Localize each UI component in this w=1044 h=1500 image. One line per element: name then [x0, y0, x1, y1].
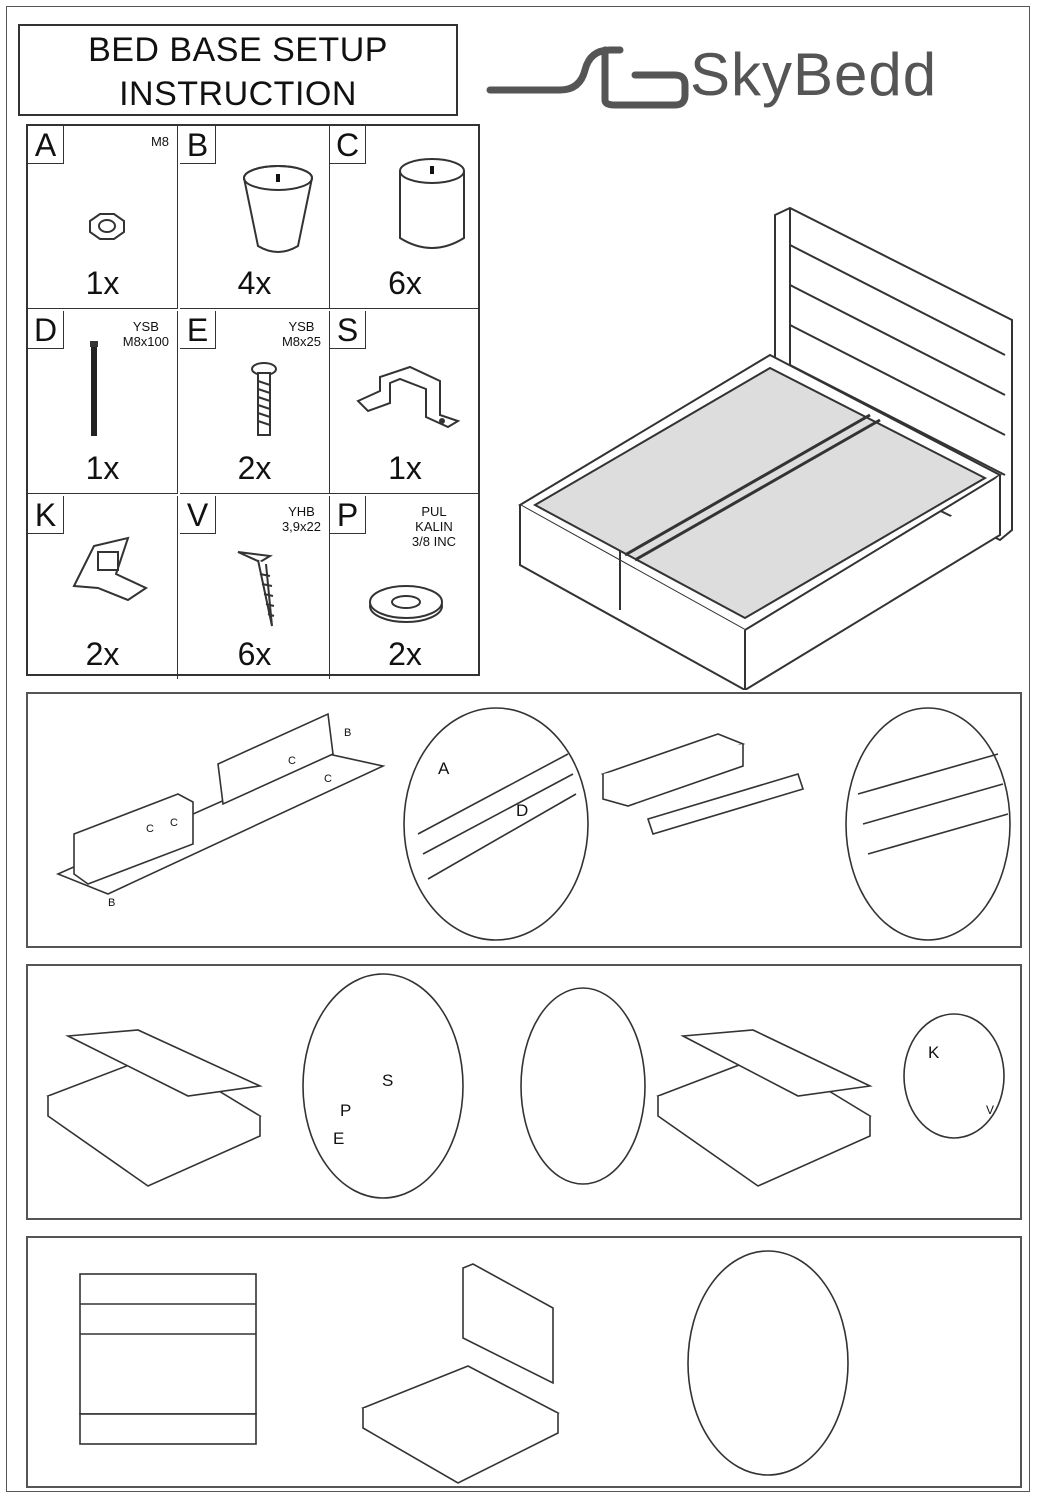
part-code: PUL KALIN 3/8 INC [411, 504, 456, 549]
label-v: V [986, 1103, 994, 1117]
label-k: K [928, 1043, 940, 1062]
part-v: V YHB 3,9x22 6x [180, 496, 330, 679]
part-d: D YSB M8x100 1x [28, 311, 178, 494]
wood-screw-icon [237, 551, 275, 627]
part-code: YHB 3,9x22 [281, 504, 321, 534]
brand-logo-mark [486, 46, 689, 109]
short-bolt-icon [251, 362, 277, 436]
brand-name: SkyBedd [690, 41, 938, 108]
label-c-3: C [146, 823, 154, 835]
part-code: YSB M8x100 [122, 319, 169, 349]
label-c-2: C [324, 773, 332, 785]
step-3-illustration [79, 1250, 849, 1484]
assembled-bed-illustration [518, 206, 1013, 690]
part-code: YSB M8x25 [281, 319, 321, 349]
part-letter: A [28, 126, 64, 164]
step-1-panel: A D B C C C C B [26, 692, 1022, 948]
label-b: B [344, 727, 351, 739]
tapered-leg-icon [243, 165, 313, 253]
clip-bracket-icon [72, 536, 149, 602]
part-qty: 2x [388, 636, 422, 672]
part-e: E YSB M8x25 2x [180, 311, 330, 494]
cylinder-leg-icon [399, 158, 465, 249]
nut-icon [89, 213, 125, 240]
label-d: D [516, 801, 528, 820]
part-s: S 1x [330, 311, 480, 494]
instruction-title: BED BASE SETUP INSTRUCTION [18, 24, 458, 116]
title-line-2: INSTRUCTION [119, 75, 357, 113]
step-2-illustration: S P E K V [46, 973, 1005, 1199]
part-k: K 2x [28, 496, 178, 679]
part-letter: C [330, 126, 366, 164]
parts-list: A M8 1x B 4x C 6x D YSB M8x100 [26, 124, 480, 679]
part-qty: 4x [237, 265, 272, 301]
part-qty: 1x [85, 265, 120, 301]
bracket-icon [356, 365, 461, 429]
part-letter: V [180, 496, 216, 534]
part-a: A M8 1x [28, 126, 178, 309]
part-letter: S [330, 311, 366, 349]
part-b: B 4x [180, 126, 330, 309]
label-p: P [340, 1101, 351, 1120]
part-code: M8 [150, 134, 169, 149]
step-2-panel: S P E K V [26, 964, 1022, 1220]
label-a: A [438, 759, 450, 778]
part-qty: 2x [237, 450, 272, 486]
part-p: P PUL KALIN 3/8 INC 2x [330, 496, 480, 679]
part-letter: P [330, 496, 366, 534]
part-qty: 2x [85, 636, 120, 672]
part-letter: E [180, 311, 216, 349]
label-s: S [382, 1071, 393, 1090]
label-e: E [333, 1129, 344, 1148]
step-3-panel [26, 1236, 1022, 1488]
part-qty: 1x [85, 450, 120, 486]
label-c-1: C [288, 755, 296, 767]
part-qty: 1x [388, 450, 422, 486]
page-border [6, 6, 1030, 1492]
title-line-1: BED BASE SETUP [88, 31, 388, 69]
long-bolt-icon [90, 341, 98, 436]
part-letter: K [28, 496, 64, 534]
label-b-2: B [108, 897, 115, 909]
label-c-4: C [170, 817, 178, 829]
part-letter: D [28, 311, 64, 349]
part-qty: 6x [388, 265, 422, 301]
part-c: C 6x [330, 126, 480, 309]
step-1-illustration: A D B C C C C B [55, 707, 1011, 941]
washer-icon [369, 585, 443, 623]
part-qty: 6x [237, 636, 272, 672]
part-letter: B [180, 126, 216, 164]
